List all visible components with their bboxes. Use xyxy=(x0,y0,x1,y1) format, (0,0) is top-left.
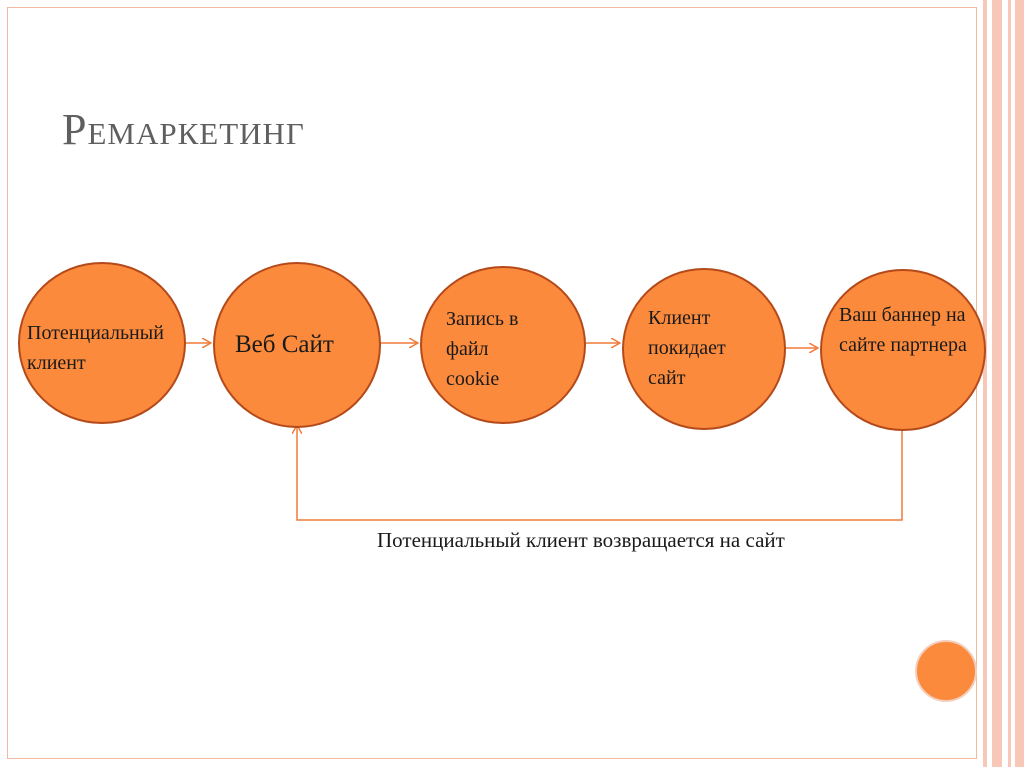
node-label-partner-banner: Ваш баннер на сайте партнера xyxy=(839,304,967,356)
decor-stripe xyxy=(983,0,987,767)
slide-title: Ремаркетинг xyxy=(62,105,305,154)
node-label-cookie: Запись в файл cookie xyxy=(446,308,519,390)
decor-circle xyxy=(915,640,977,702)
node-label-potential-client: Потенциальный клиент xyxy=(27,322,164,374)
node-website xyxy=(213,262,381,428)
decor-stripe xyxy=(1015,0,1024,767)
return-caption: Потенциальный клиент возвращается на сай… xyxy=(377,528,785,552)
node-label-website: Веб Сайт xyxy=(235,331,334,358)
return-arrow xyxy=(297,426,903,521)
node-potential-client xyxy=(18,262,186,424)
decor-stripe xyxy=(1008,0,1011,767)
node-partner-banner xyxy=(820,269,986,431)
node-cookie xyxy=(420,266,586,424)
node-label-client-leaves: Клиент покидает сайт xyxy=(648,307,726,389)
node-client-leaves xyxy=(622,268,786,430)
decor-stripe xyxy=(992,0,1002,767)
